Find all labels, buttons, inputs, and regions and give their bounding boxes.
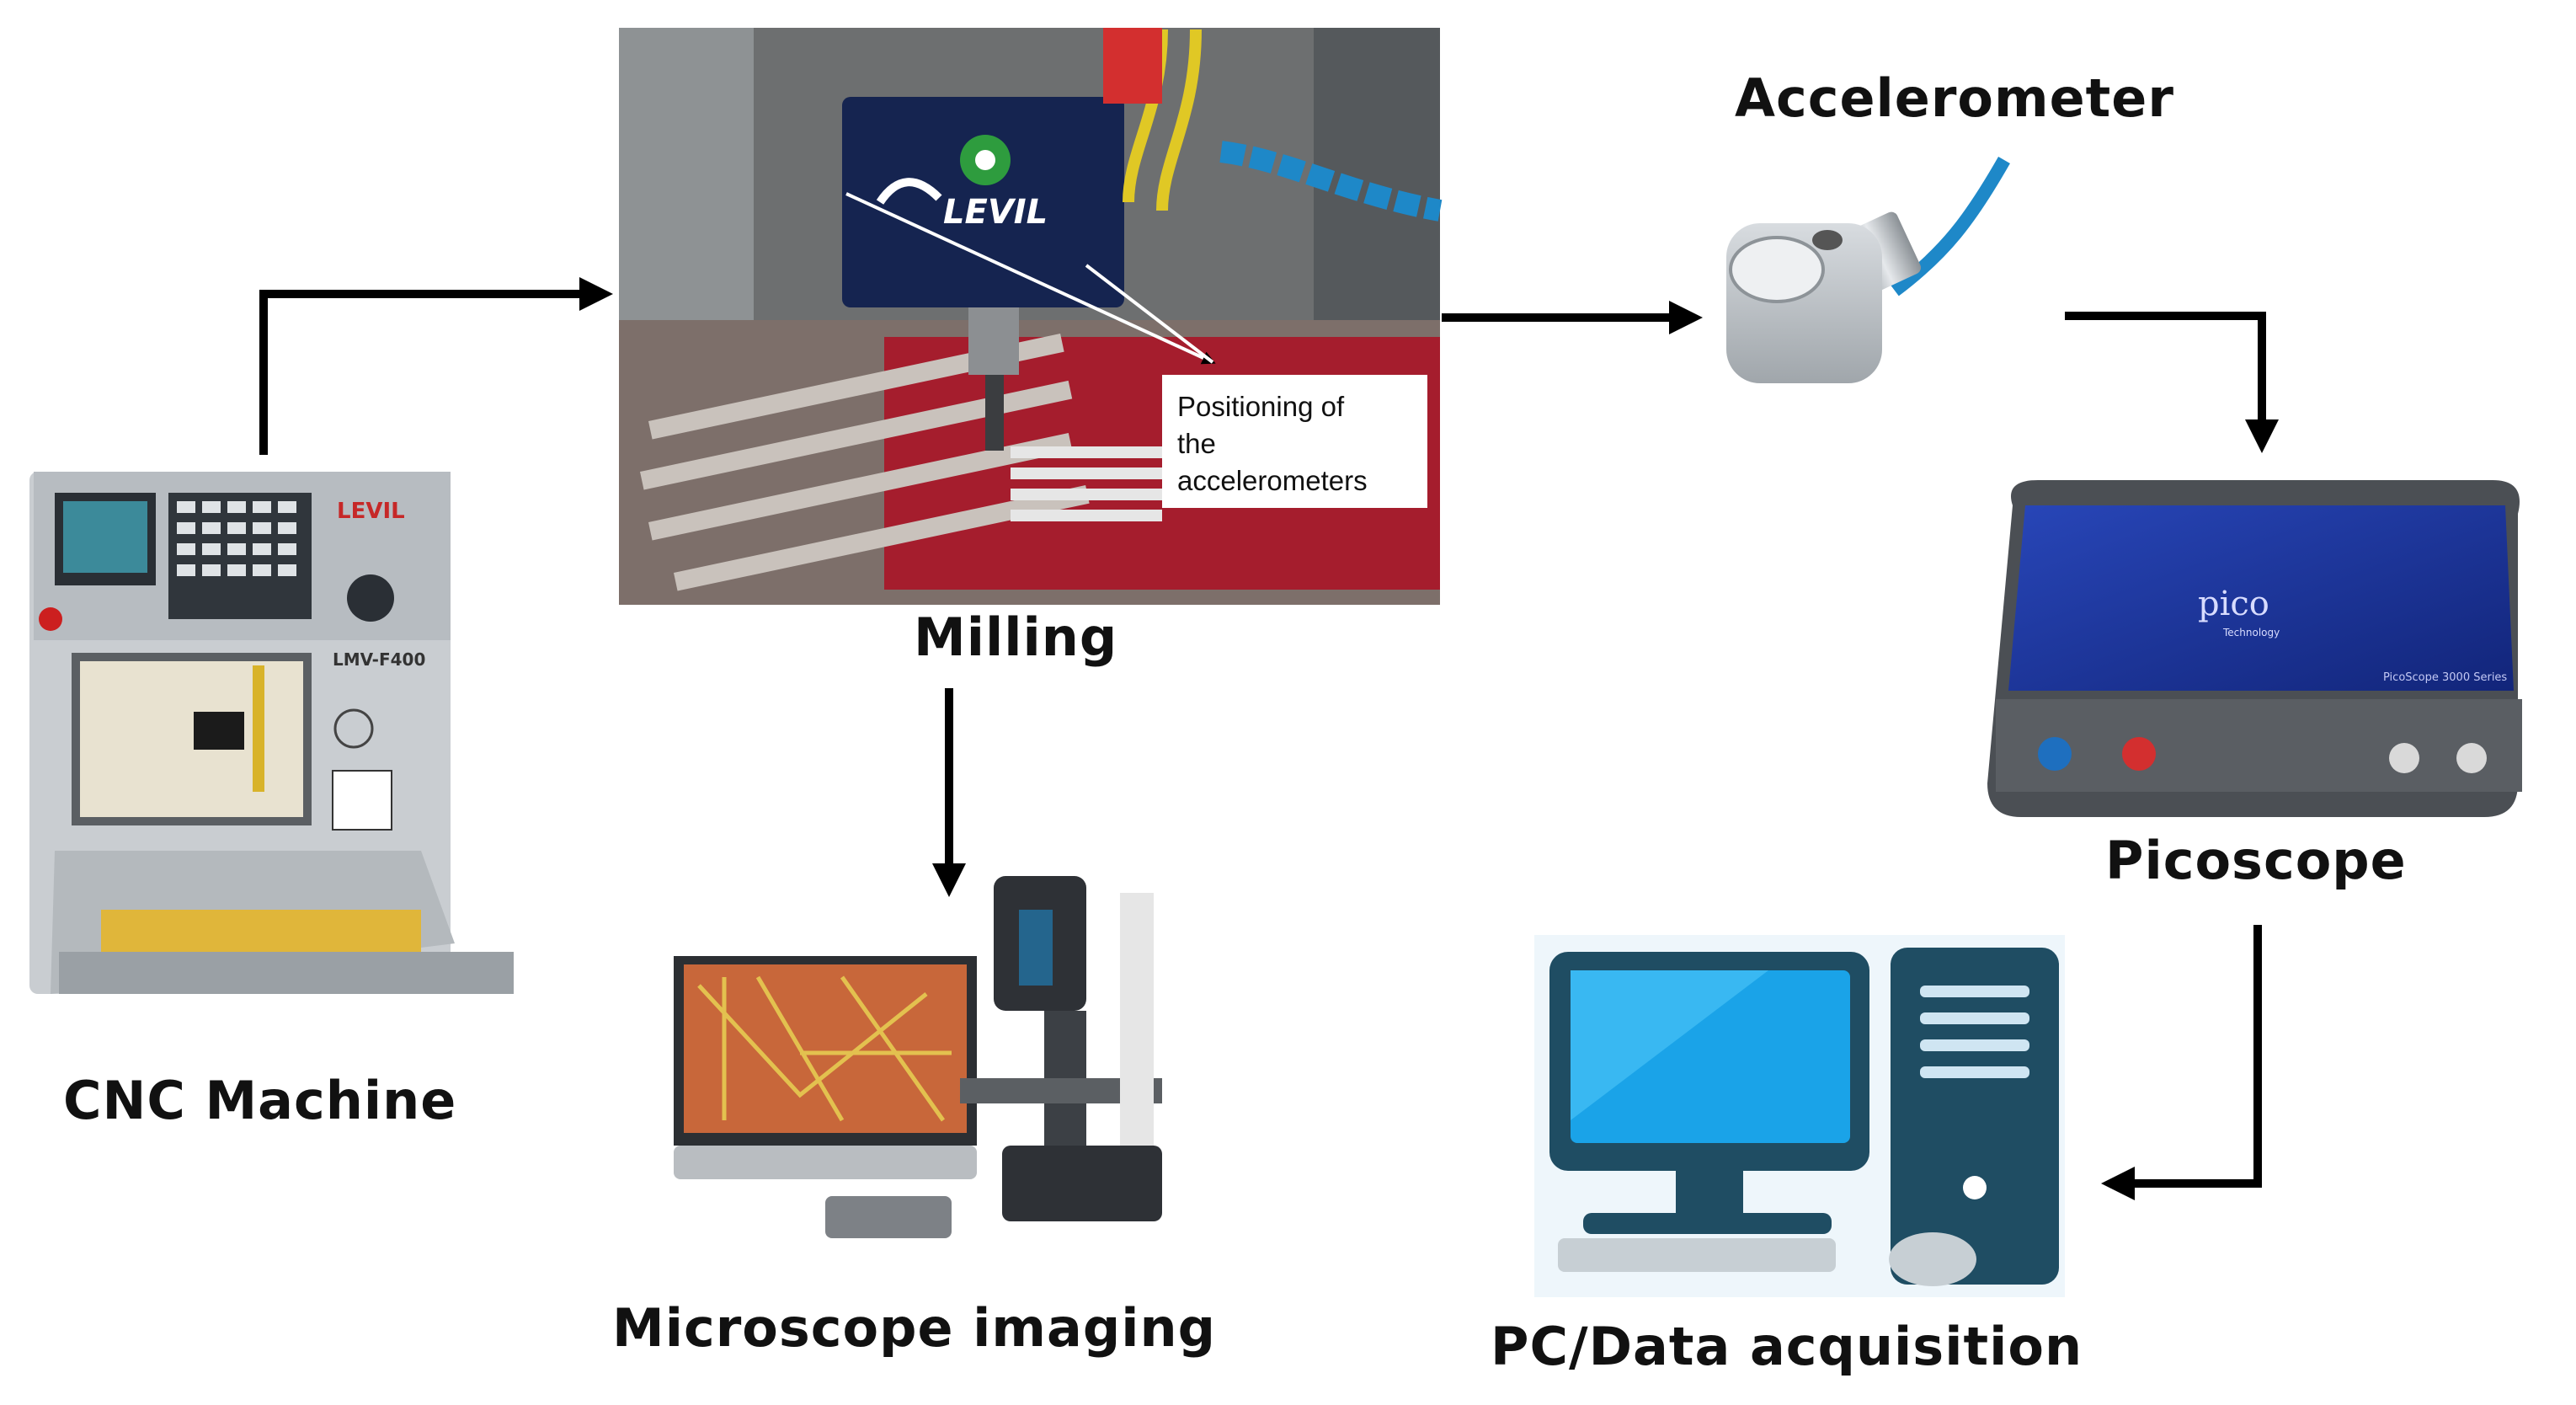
arrow-picoscope-to-pc (2101, 925, 2262, 1200)
pc-image (1534, 935, 2065, 1297)
cnc-brand-text: LEVIL (337, 499, 405, 524)
callout-line-1: Positioning of (1177, 391, 1345, 422)
accelerometer-image (1726, 157, 2010, 383)
pico-series-text: PicoScope 3000 Series (2383, 671, 2507, 684)
cnc-model-text: LMV-F400 (333, 649, 425, 670)
milling-photo: LEVIL (619, 28, 1443, 605)
callout-line-3: accelerometers (1177, 465, 1368, 496)
pico-sub-text: Technology (2222, 627, 2280, 638)
label-pc-data-acquisition: PC/Data acquisition (1491, 1316, 2083, 1377)
label-milling: Milling (914, 606, 1118, 668)
arrow-accelerometer-to-picoscope (2065, 312, 2279, 453)
arrow-cnc-to-milling (259, 277, 613, 455)
microscope-image (674, 876, 1162, 1238)
accelerometer-position-callout: Positioning of the accelerometers (1162, 375, 1427, 508)
label-microscope-imaging: Microscope imaging (612, 1297, 1216, 1359)
picoscope-image: pico Technology PicoScope 3000 Series (1987, 480, 2522, 817)
flow-arrows (259, 277, 2279, 1200)
label-cnc-machine: CNC Machine (63, 1070, 457, 1131)
label-accelerometer: Accelerometer (1735, 67, 2174, 129)
label-picoscope: Picoscope (2105, 830, 2407, 891)
pico-brand-text: pico (2198, 585, 2269, 623)
spindle-brand-text: LEVIL (943, 193, 1048, 232)
cnc-machine-image: LEVIL LMV-F400 (29, 472, 514, 994)
callout-line-2: the (1177, 428, 1216, 459)
